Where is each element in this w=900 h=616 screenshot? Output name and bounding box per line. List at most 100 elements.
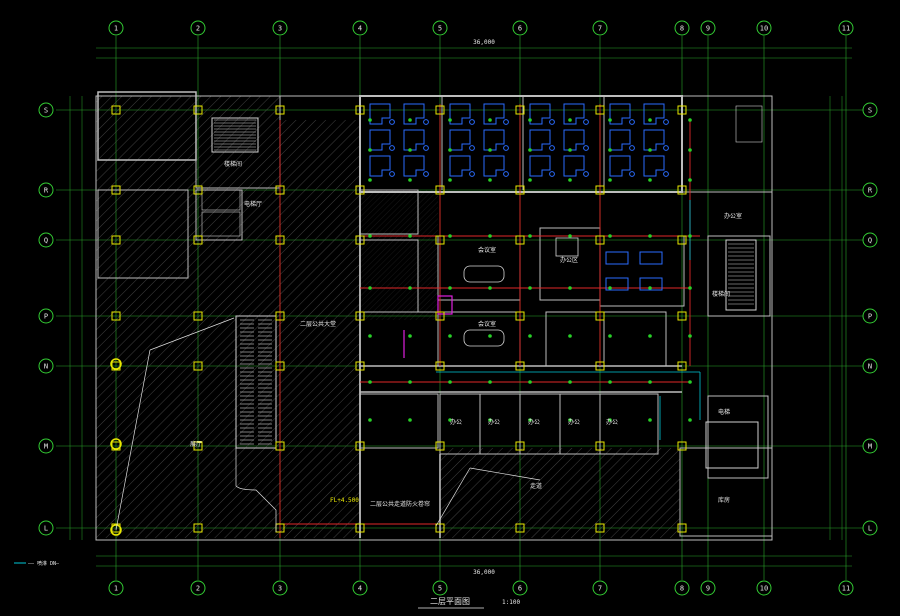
room-label-stair-right: 楼梯间 <box>712 290 730 298</box>
svg-text:2: 2 <box>196 25 200 33</box>
svg-text:10: 10 <box>760 25 768 33</box>
room-label-b1: 办公 <box>450 418 462 426</box>
axis-bubble-row-right-M: M <box>862 438 878 454</box>
axis-bubble-col-bottom-3: 3 <box>272 580 288 596</box>
legend-label: —— 喷淋 DN— <box>28 560 60 567</box>
svg-text:S: S <box>44 107 48 115</box>
axis-bubble-col-top-6: 6 <box>512 20 528 36</box>
svg-text:11: 11 <box>842 585 850 593</box>
svg-text:N: N <box>868 363 872 371</box>
room-label-stair-main: 楼梯间 <box>224 160 242 168</box>
axis-bubble-col-top-7: 7 <box>592 20 608 36</box>
axis-bubble-row-left-N: N <box>38 358 54 374</box>
axis-bubble-col-bottom-9: 9 <box>700 580 716 596</box>
axis-bubble-col-top-8: 8 <box>674 20 690 36</box>
axis-bubble-col-bottom-6: 6 <box>512 580 528 596</box>
svg-text:5: 5 <box>438 585 442 593</box>
axis-bubble-col-bottom-1: 1 <box>108 580 124 596</box>
axis-bubble-row-right-Q: Q <box>862 232 878 248</box>
svg-text:N: N <box>44 363 48 371</box>
axis-bubble-row-left-Q: Q <box>38 232 54 248</box>
axis-bubble-row-left-P: P <box>38 308 54 324</box>
room-label-b5: 办公 <box>606 418 618 426</box>
axis-bubble-row-left-S: S <box>38 102 54 118</box>
svg-text:7: 7 <box>598 585 602 593</box>
room-label-elevator-hall: 电梯厅 <box>244 200 262 208</box>
ramp-lines <box>115 317 541 532</box>
room-label-b3: 办公 <box>528 418 540 426</box>
svg-text:9: 9 <box>706 585 710 593</box>
axis-bubble-col-top-9: 9 <box>700 20 716 36</box>
svg-text:11: 11 <box>842 25 850 33</box>
axis-bubble-row-right-P: P <box>862 308 878 324</box>
overall-dim-top: 36,000 <box>473 39 495 46</box>
svg-text:4: 4 <box>358 25 362 33</box>
overall-dim-bottom: 36,000 <box>473 569 495 576</box>
room-label-meeting-b: 会议室 <box>478 320 496 328</box>
axis-bubble-row-right-L: L <box>862 520 878 536</box>
axis-bubble-col-top-1: 1 <box>108 20 124 36</box>
svg-text:4: 4 <box>358 585 362 593</box>
cyan-pipe-network <box>436 200 701 440</box>
axis-bubble-col-top-4: 4 <box>352 20 368 36</box>
axis-bubble-col-bottom-11: 11 <box>838 580 854 596</box>
yellow-circle-markers <box>110 358 122 536</box>
room-label-elevator-right: 电梯 <box>718 408 730 416</box>
axis-bubble-row-left-M: M <box>38 438 54 454</box>
room-label-hall-lower: 展厅 <box>190 441 202 448</box>
svg-text:3: 3 <box>278 25 282 33</box>
walls <box>95 91 773 541</box>
svg-text:2: 2 <box>196 585 200 593</box>
meeting-tables <box>463 237 579 347</box>
svg-text:6: 6 <box>518 585 522 593</box>
axis-bubble-col-bottom-8: 8 <box>674 580 690 596</box>
svg-text:3: 3 <box>278 585 282 593</box>
axis-bubble-row-left-L: L <box>38 520 54 536</box>
axis-bubble-row-right-S: S <box>862 102 878 118</box>
svg-text:M: M <box>868 443 872 451</box>
svg-text:1: 1 <box>114 585 118 593</box>
room-label-office-open: 办公区 <box>560 256 578 264</box>
svg-text:7: 7 <box>598 25 602 33</box>
magenta-equipment <box>403 295 453 358</box>
axis-bubble-col-bottom-2: 2 <box>190 580 206 596</box>
room-label-storage: 库房 <box>718 496 730 504</box>
room-label-b4: 办公 <box>568 418 580 426</box>
note-fire-shutter: 二层公共走道防火卷帘 <box>370 500 430 508</box>
svg-text:8: 8 <box>680 25 684 33</box>
hatched-zones <box>96 96 680 538</box>
axis-bubble-col-bottom-4: 4 <box>352 580 368 596</box>
stairs-escalator <box>201 105 763 469</box>
room-labels: 楼梯间 电梯厅 二层公共大堂 展厅 会议室 会议室 办公区 办公室 走道 楼梯间… <box>190 160 742 508</box>
svg-text:10: 10 <box>760 585 768 593</box>
axis-bubble-col-top-10: 10 <box>756 20 772 36</box>
drawing-title: 二层平面图 <box>430 597 470 606</box>
svg-text:8: 8 <box>680 585 684 593</box>
sprinkler-heads <box>368 118 692 422</box>
axis-bubble-col-bottom-10: 10 <box>756 580 772 596</box>
svg-text:Q: Q <box>44 237 48 245</box>
note-elevation: FL+4.500 <box>330 497 359 504</box>
svg-text:L: L <box>44 525 48 533</box>
dimension-lines <box>69 47 852 567</box>
room-label-lobby: 二层公共大堂 <box>300 320 336 328</box>
axis-bubble-col-top-5: 5 <box>432 20 448 36</box>
room-label-b2: 办公 <box>488 418 500 426</box>
svg-text:R: R <box>868 187 873 195</box>
axis-bubble-col-top-3: 3 <box>272 20 288 36</box>
axis-bubble-col-top-2: 2 <box>190 20 206 36</box>
room-label-office-right: 办公室 <box>724 212 742 220</box>
axis-bubble-col-bottom-5: 5 <box>432 580 448 596</box>
axis-bubble-row-right-R: R <box>862 182 878 198</box>
svg-text:M: M <box>44 443 48 451</box>
room-label-meeting-a: 会议室 <box>478 246 496 254</box>
svg-text:L: L <box>868 525 872 533</box>
svg-text:P: P <box>868 313 872 321</box>
axis-bubble-col-top-11: 11 <box>838 20 854 36</box>
svg-text:9: 9 <box>706 25 710 33</box>
axis-bubble-col-bottom-7: 7 <box>592 580 608 596</box>
svg-text:P: P <box>44 313 48 321</box>
svg-text:R: R <box>44 187 49 195</box>
